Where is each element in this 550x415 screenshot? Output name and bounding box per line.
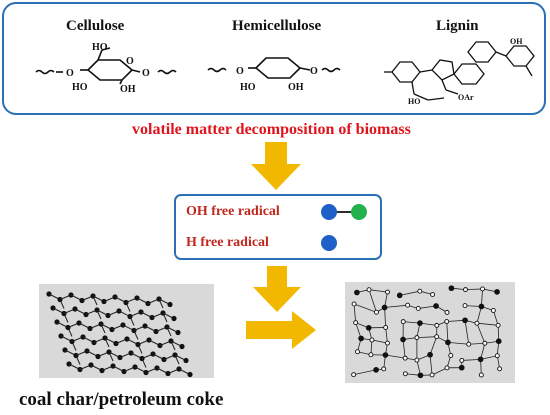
lignin-label-oar: OAr	[458, 93, 474, 102]
cellulose-label-ho-top: HO	[92, 42, 108, 53]
biomass-components-panel	[2, 2, 546, 115]
cellulose-label-ho-bottom: HO	[72, 82, 88, 93]
hydrogen-atom-icon	[351, 204, 367, 220]
hemicellulose-label-o-right: O	[310, 66, 318, 77]
ordered-carbon-network	[46, 291, 193, 378]
hemicellulose-label-ho: HO	[240, 82, 256, 93]
disordered-carbon-network	[351, 285, 503, 379]
lignin-title: Lignin	[436, 18, 479, 34]
cellulose-title: Cellulose	[66, 18, 125, 34]
oh-radical-label: OH free radical	[186, 204, 280, 219]
disordered-carbon-panel	[345, 282, 515, 383]
hemicellulose-title: Hemicellulose	[232, 18, 322, 34]
cellulose-label-ring-o: O	[126, 56, 134, 67]
cellulose-label-o-left: O	[66, 68, 74, 79]
lignin-label-ho: HO	[408, 97, 420, 106]
h-radical-label: H free radical	[186, 235, 269, 250]
cellulose-label-oh: OH	[120, 84, 136, 95]
cellulose-label-o-right: O	[142, 68, 150, 79]
hemicellulose-label-oh: OH	[288, 82, 304, 93]
free-radicals-box	[174, 194, 382, 260]
lignin-label-oh: OH	[510, 37, 523, 46]
coal-char-caption: coal char/petroleum coke	[19, 389, 224, 410]
volatile-decomposition-caption: volatile matter decomposition of biomass	[132, 121, 411, 138]
hemicellulose-label-o-left: O	[236, 66, 244, 77]
oxygen-atom-icon	[321, 204, 337, 220]
